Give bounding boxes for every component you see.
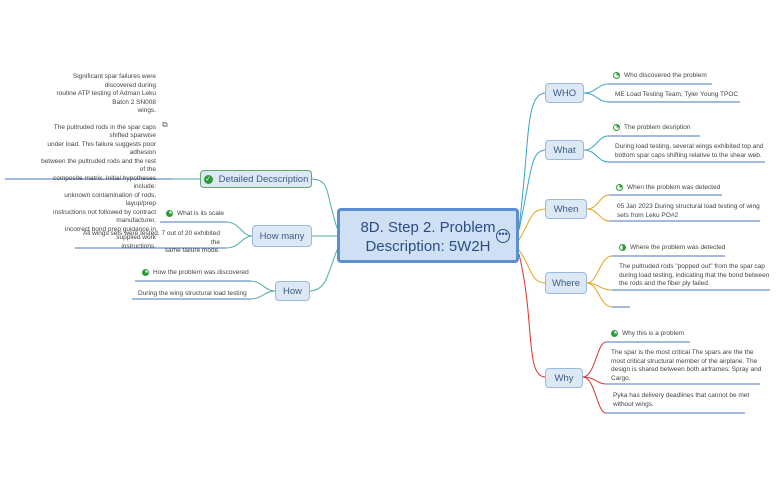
progress-pie-icon [619, 244, 626, 251]
how-many-sub-label: What is its scale [166, 210, 224, 217]
when-text: 05 Jan 2023 During structural load testi… [617, 203, 760, 219]
topic-detailed-description[interactable]: ✓Detailed Decscription [200, 170, 312, 188]
why-text-1: The spar is the most critical The spars … [611, 349, 762, 382]
central-title-line1: 8D. Step 2. Problem [360, 219, 496, 236]
where-sub-label: Where the problem was detected [619, 244, 725, 251]
progress-pie-icon [616, 184, 623, 191]
when-sub-label: When the problem was detected [616, 184, 720, 191]
where-text: The pultruded rods "popped out" from the… [619, 263, 770, 287]
who-text: ME Load Testing Team, Tyler Young TPOC [615, 91, 739, 98]
what-text: During load testing, several wings exhib… [615, 143, 764, 159]
topic-what[interactable]: What [545, 140, 584, 160]
progress-pie-icon [611, 330, 618, 337]
topic-why[interactable]: Why [545, 368, 583, 388]
topic-how[interactable]: How [275, 281, 310, 301]
central-title-line2: Description: 5W2H [365, 238, 491, 255]
topic-how-many[interactable]: How many [252, 225, 312, 247]
what-sub-label: The problem desription [613, 124, 690, 131]
progress-pie-icon [142, 269, 149, 276]
progress-pie-icon [166, 210, 173, 217]
external-link-icon[interactable]: ⧉ [162, 120, 168, 129]
check-icon: ✓ [203, 174, 213, 184]
who-sub-label: Who discovered the problem [613, 72, 707, 79]
detailed-description-text: Significant spar failures were discovere… [41, 73, 156, 250]
topic-when[interactable]: When [545, 199, 587, 219]
how-sub-label: How the problem was discovered [142, 269, 249, 276]
ellipsis-icon[interactable]: ••• [496, 229, 510, 243]
why-text-2: Pyka has delivery deadlines that cannot … [613, 392, 750, 408]
how-many-text: All wings sets were tested. 7 out of 20 … [83, 230, 220, 254]
progress-pie-icon [613, 72, 620, 79]
central-topic[interactable]: 8D. Step 2. Problem Description: 5W2H ••… [337, 208, 519, 263]
topic-where[interactable]: Where [545, 272, 587, 294]
why-sub-label: Why this is a problem [611, 330, 684, 337]
how-text: During the wing structural load testing [138, 290, 247, 297]
topic-who[interactable]: WHO [545, 83, 584, 103]
progress-pie-icon [613, 124, 620, 131]
